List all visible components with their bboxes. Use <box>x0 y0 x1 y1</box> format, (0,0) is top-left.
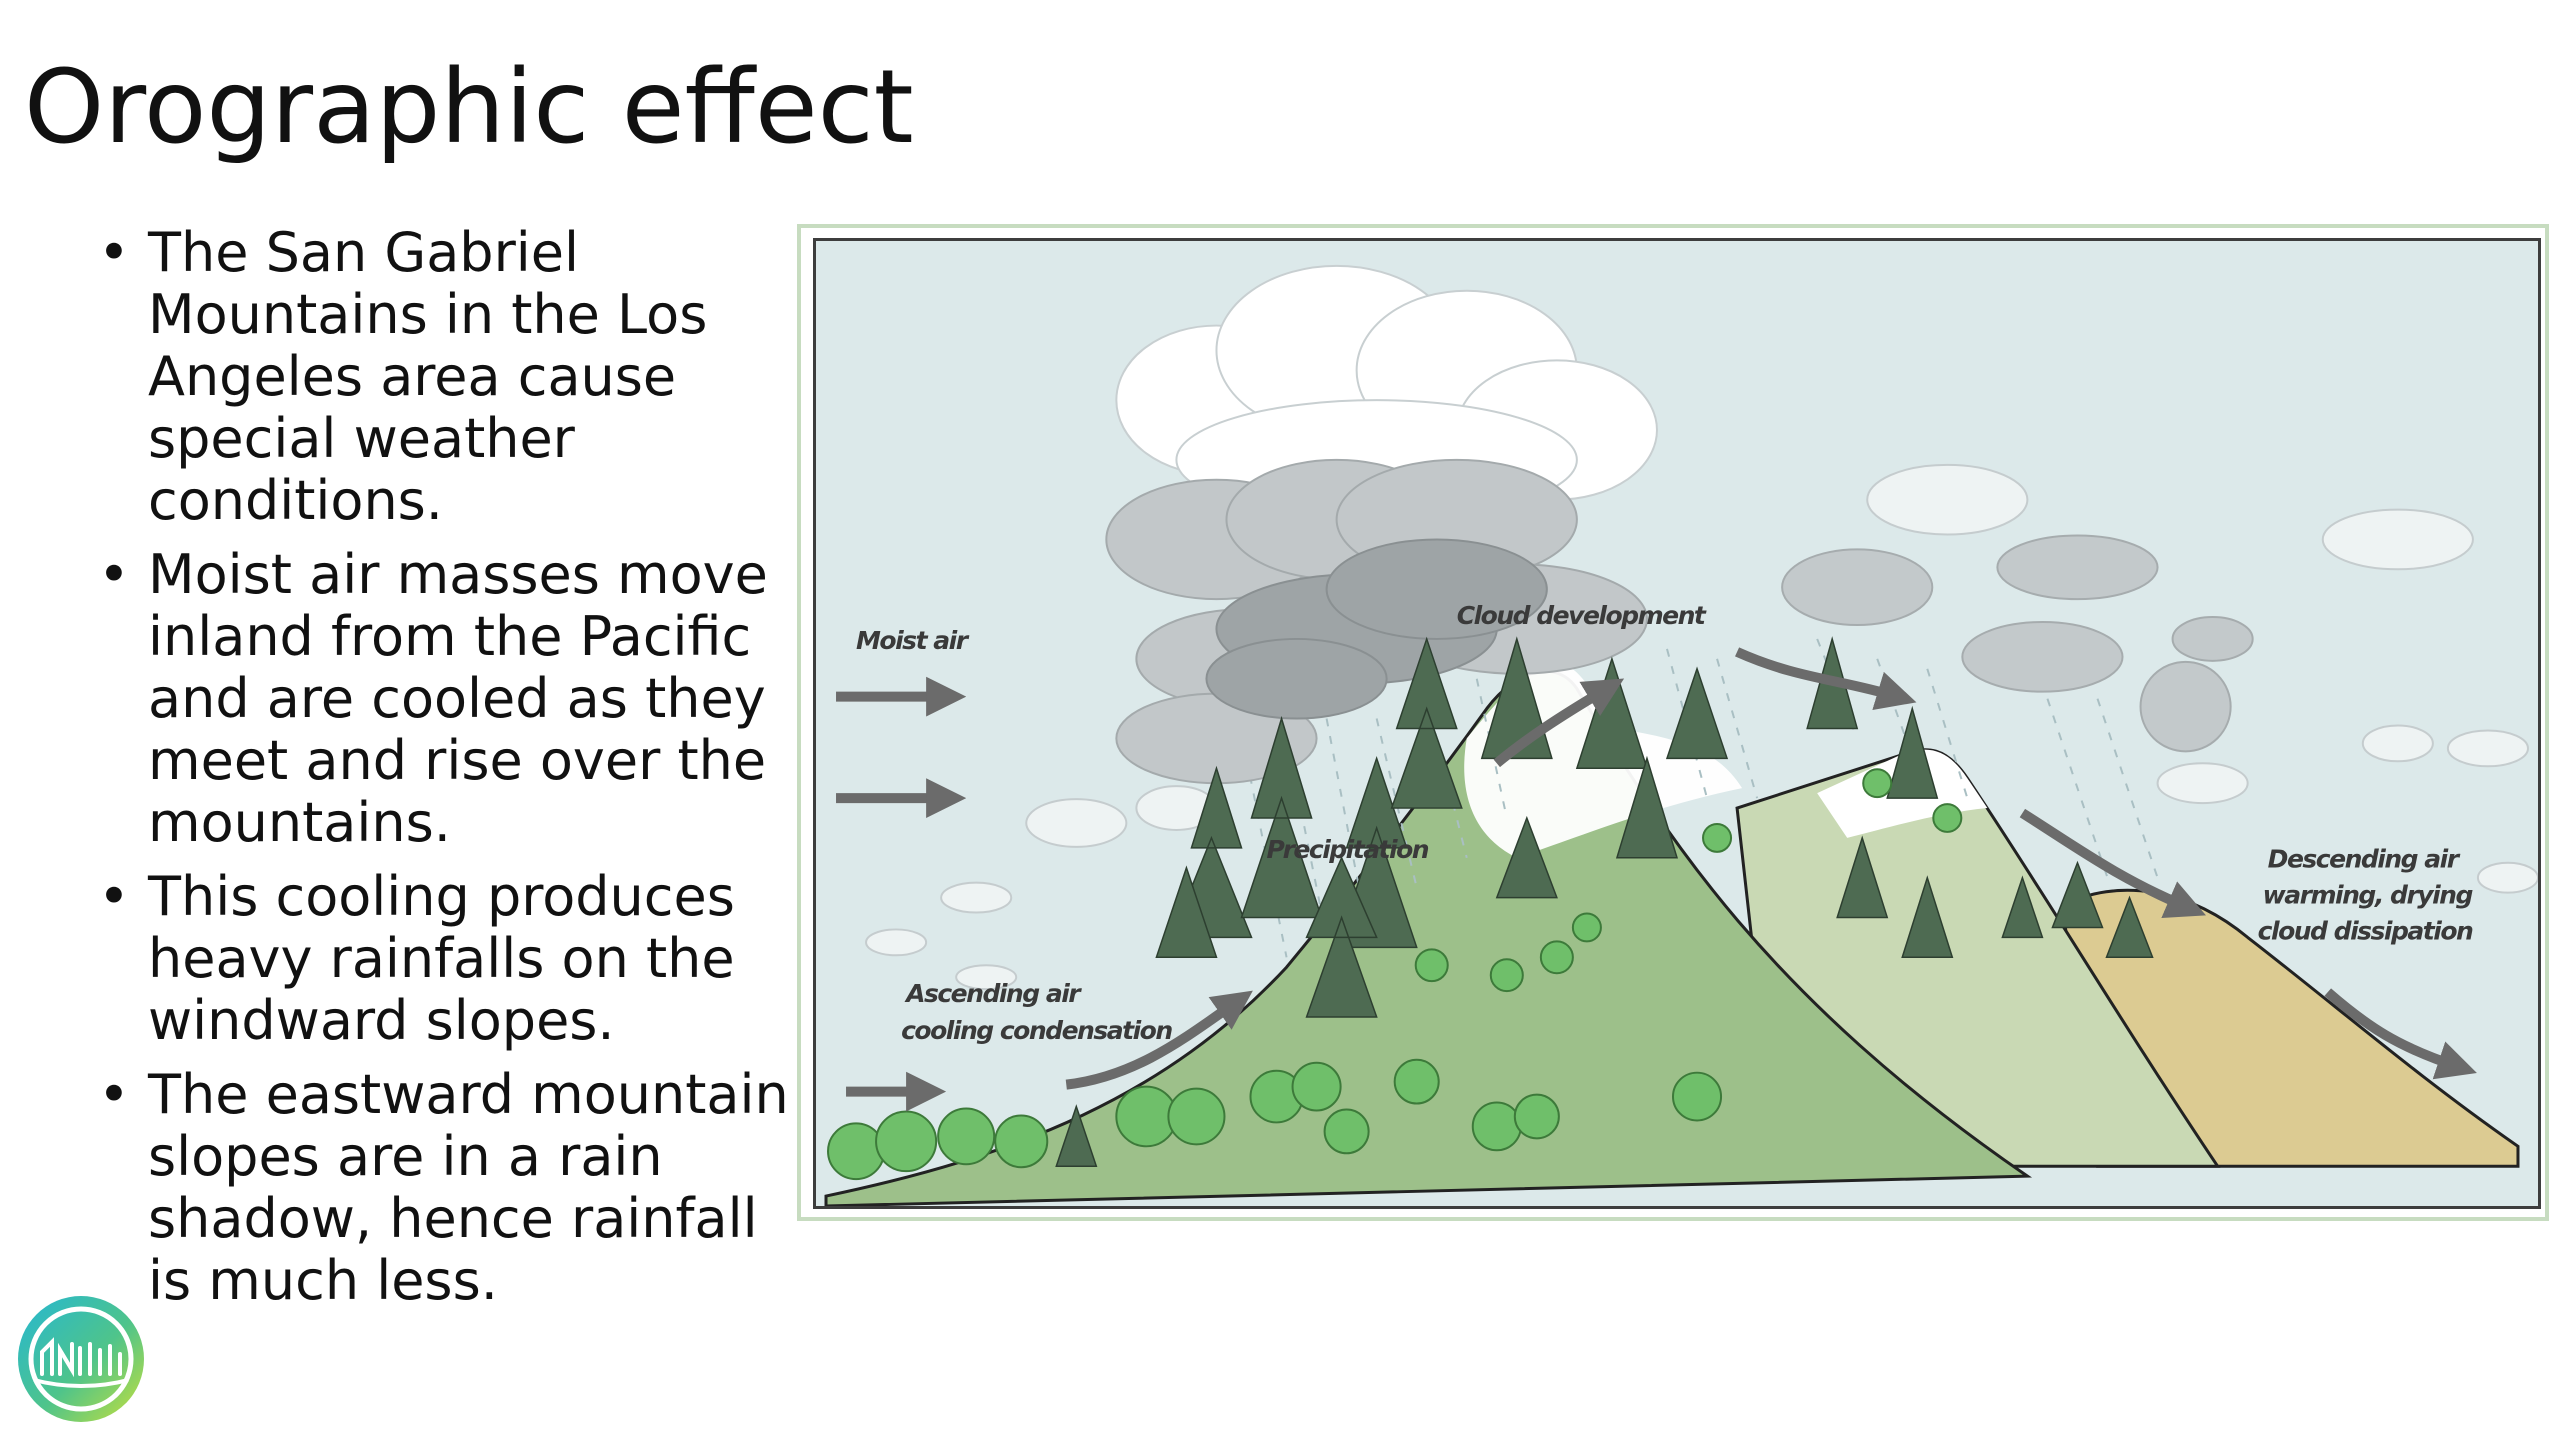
bullet-dot: • <box>98 1064 130 1126</box>
diagram-svg: Moist air Cloud development Precipitatio… <box>816 241 2538 1206</box>
bullet-text: This cooling produces heavy rainfalls on… <box>148 865 735 1052</box>
label-moist-air: Moist air <box>856 626 970 655</box>
orographic-diagram: Moist air Cloud development Precipitatio… <box>797 224 2549 1221</box>
bullet-text: The eastward mountain slopes are in a ra… <box>148 1063 789 1312</box>
bullet-text: The San Gabriel Mountains in the Los Ang… <box>148 221 707 532</box>
bullet-item: • The San Gabriel Mountains in the Los An… <box>92 222 812 532</box>
label-precipitation: Precipitation <box>1267 835 1429 864</box>
bullet-item: • The eastward mountain slopes are in a r… <box>92 1064 812 1312</box>
logo-icon <box>14 1292 148 1426</box>
label-descending-1: Descending air <box>2268 845 2461 874</box>
bullet-dot: • <box>98 866 130 928</box>
bullet-item: • This cooling produces heavy rainfalls o… <box>92 866 812 1052</box>
label-descending-3: cloud dissipation <box>2258 916 2473 945</box>
label-descending-2: warming, drying <box>2263 881 2474 910</box>
label-ascending-2: cooling condensation <box>901 1016 1172 1045</box>
bullet-dot: • <box>98 544 130 606</box>
bullet-list: • The San Gabriel Mountains in the Los An… <box>92 222 812 1324</box>
label-cloud-development: Cloud development <box>1457 601 1707 630</box>
bullet-item: • Moist air masses move inland from the P… <box>92 544 812 854</box>
label-ascending-1: Ascending air <box>904 979 1082 1008</box>
diagram-frame: Moist air Cloud development Precipitatio… <box>813 238 2541 1209</box>
slide-title: Orographic effect <box>24 52 914 164</box>
bullet-text: Moist air masses move inland from the Pa… <box>148 543 768 854</box>
bullet-dot: • <box>98 222 130 284</box>
